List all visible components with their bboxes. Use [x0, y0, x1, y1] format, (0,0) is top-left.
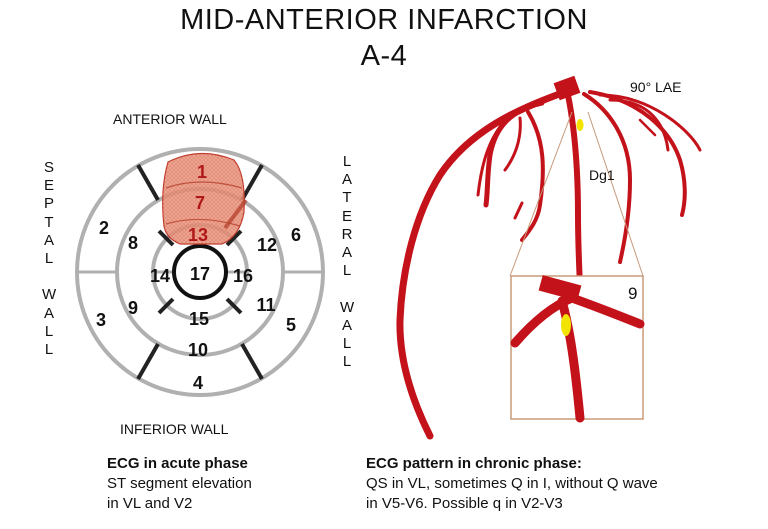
segment-3: 3	[96, 310, 106, 330]
segment-13: 13	[188, 225, 208, 245]
segment-4: 4	[193, 373, 203, 393]
lateral-wall-label: L A T E R A L W A L L	[340, 153, 355, 371]
ecg-chronic-heading: ECG pattern in chronic phase:	[366, 455, 582, 472]
ecg-acute-heading: ECG in acute phase	[107, 455, 248, 472]
segment-1: 1	[197, 162, 207, 182]
segment-7: 7	[195, 193, 205, 213]
ecg-chronic-line2: in V5-V6. Possible q in V2-V3	[366, 495, 563, 512]
segment-11: 11	[256, 295, 275, 315]
ecg-acute-line1: ST segment elevation	[107, 475, 252, 492]
segment-6: 6	[291, 225, 301, 245]
inferior-wall-label: INFERIOR WALL	[120, 421, 229, 437]
lesion-marker	[576, 119, 584, 131]
segment-17: 17	[190, 264, 210, 284]
dg1-label: Dg1	[589, 167, 615, 183]
septal-wall-label: S E P T A L W A L L	[42, 159, 57, 359]
inset-lesion-marker	[561, 314, 571, 336]
view-angle-label: 90° LAE	[630, 79, 682, 95]
segment-2: 2	[99, 218, 109, 238]
ecg-chronic-line1: QS in VL, sometimes Q in I, without Q wa…	[366, 475, 658, 492]
diagram-subtitle: A-4	[360, 40, 408, 72]
dg1-branch	[565, 92, 583, 293]
lad-main-artery	[396, 88, 569, 440]
segment-8: 8	[128, 233, 138, 253]
segment-9: 9	[128, 298, 138, 318]
segment-10: 10	[188, 340, 208, 360]
ecg-acute-line2: in VL and V2	[107, 495, 193, 512]
segment-16: 16	[233, 266, 253, 286]
bullseye-plot: 1 7 13 2 3 4 5 6 8 9 10 11 12 14 15 16 1…	[75, 147, 325, 397]
diagram-title: MID-ANTERIOR INFARCTION	[180, 4, 588, 36]
inset-number-label: 9	[628, 284, 637, 303]
segment-12: 12	[257, 235, 277, 255]
coronary-tree	[396, 88, 702, 440]
anterior-wall-label: ANTERIOR WALL	[113, 111, 227, 127]
segment-14: 14	[150, 266, 170, 286]
segment-15: 15	[189, 309, 209, 329]
segment-5: 5	[286, 315, 296, 335]
apex-circle	[172, 244, 228, 300]
